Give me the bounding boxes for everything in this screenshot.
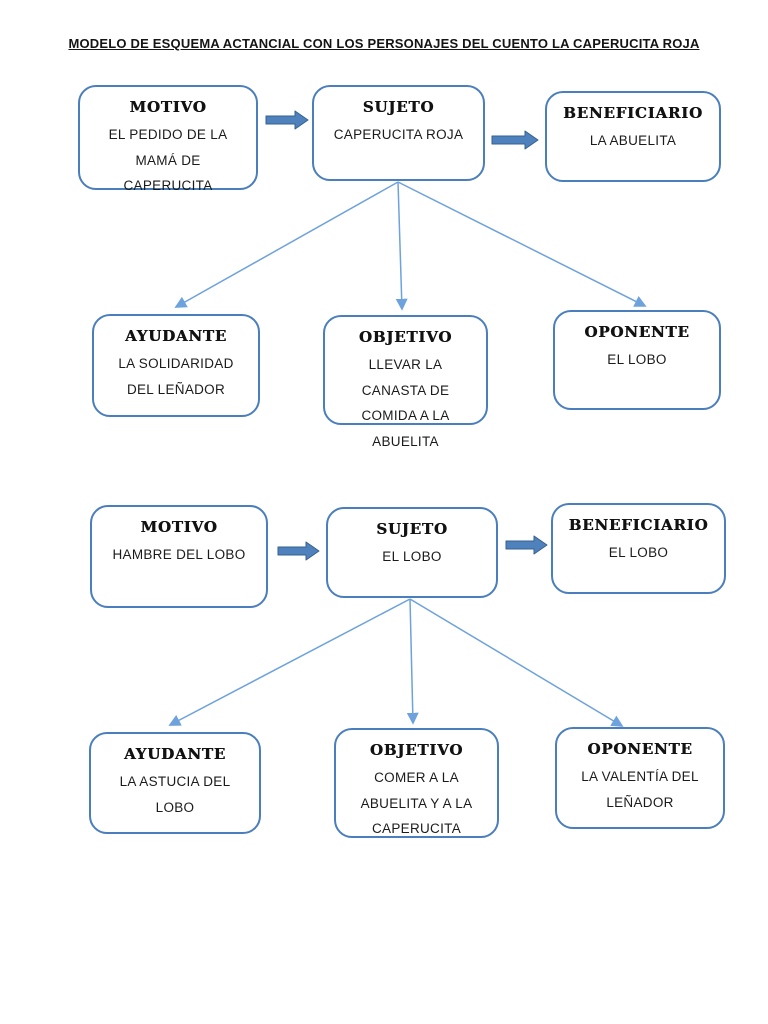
box-text: LLEVAR LA CANASTA DE COMIDA A LA ABUELIT… — [361, 357, 450, 449]
role-label: SUJETO — [376, 520, 448, 538]
box-text: LA VALENTÍA DEL LEÑADOR — [581, 769, 699, 810]
box-text: EL LOBO — [382, 549, 442, 564]
arrow-sujeto-to-ayudante-2 — [168, 598, 411, 726]
box-sujeto-lobo: SUJETO EL LOBO — [326, 507, 498, 598]
arrow-sujeto-to-ayudante-1 — [174, 181, 399, 308]
arrow-sujeto-to-oponente-1 — [397, 181, 647, 307]
role-label: OBJETIVO — [369, 741, 464, 759]
role-label: SUJETO — [362, 98, 435, 116]
box-ayudante-lobo: AYUDANTE LA ASTUCIA DEL LOBO — [89, 732, 261, 834]
role-label: MOTIVO — [140, 518, 218, 536]
box-text: EL LOBO — [607, 352, 667, 367]
box-objetivo-lobo: OBJETIVO COMER A LA ABUELITA Y A LA CAPE… — [334, 728, 499, 838]
box-motivo-caperucita: MOTIVO EL PEDIDO DE LA MAMÁ DE CAPERUCIT… — [78, 85, 258, 193]
box-text: LA ABUELITA — [589, 133, 677, 148]
box-ayudante-caperucita: AYUDANTE LA SOLIDARIDAD DEL LEÑADOR — [92, 314, 260, 417]
box-text: EL PEDIDO DE LA MAMÁ DE CAPERUCITA — [108, 127, 228, 194]
role-label: OBJETIVO — [358, 328, 453, 346]
block-arrow-motivo-sujeto-2 — [277, 541, 320, 561]
box-objetivo-caperucita: OBJETIVO LLEVAR LA CANASTA DE COMIDA A L… — [323, 315, 488, 449]
role-label: OPONENTE — [587, 740, 693, 758]
box-beneficiario-lobo: BENEFICIARIO EL LOBO — [551, 503, 726, 594]
arrow-sujeto-to-oponente-2 — [409, 598, 624, 727]
role-label: BENEFICIARIO — [563, 104, 703, 122]
box-text: COMER A LA ABUELITA Y A LA CAPERUCITA — [360, 770, 473, 837]
box-text: LA ASTUCIA DEL LOBO — [119, 774, 231, 815]
role-label: AYUDANTE — [124, 327, 228, 345]
arrow-sujeto-to-objetivo-2 — [406, 598, 419, 725]
block-arrow-sujeto-beneficiario-1 — [491, 130, 539, 150]
role-label: AYUDANTE — [123, 745, 227, 763]
arrow-sujeto-to-objetivo-1 — [395, 181, 408, 311]
box-text: HAMBRE DEL LOBO — [112, 547, 246, 562]
box-text: EL LOBO — [608, 545, 669, 560]
box-sujeto-caperucita: SUJETO CAPERUCITA ROJA — [312, 85, 485, 181]
box-text: LA SOLIDARIDAD DEL LEÑADOR — [118, 356, 234, 397]
role-label: MOTIVO — [129, 98, 207, 116]
page-title: MODELO DE ESQUEMA ACTANCIAL CON LOS PERS… — [68, 36, 700, 51]
box-oponente-caperucita: OPONENTE EL LOBO — [553, 310, 721, 410]
box-text: CAPERUCITA ROJA — [333, 127, 464, 142]
role-label: BENEFICIARIO — [568, 516, 709, 534]
block-arrow-motivo-sujeto-1 — [265, 110, 309, 130]
box-motivo-lobo: MOTIVO HAMBRE DEL LOBO — [90, 505, 268, 608]
box-oponente-lobo: OPONENTE LA VALENTÍA DEL LEÑADOR — [555, 727, 725, 829]
block-arrow-sujeto-beneficiario-2 — [505, 535, 548, 555]
role-label: OPONENTE — [584, 323, 690, 341]
box-beneficiario-caperucita: BENEFICIARIO LA ABUELITA — [545, 91, 721, 182]
